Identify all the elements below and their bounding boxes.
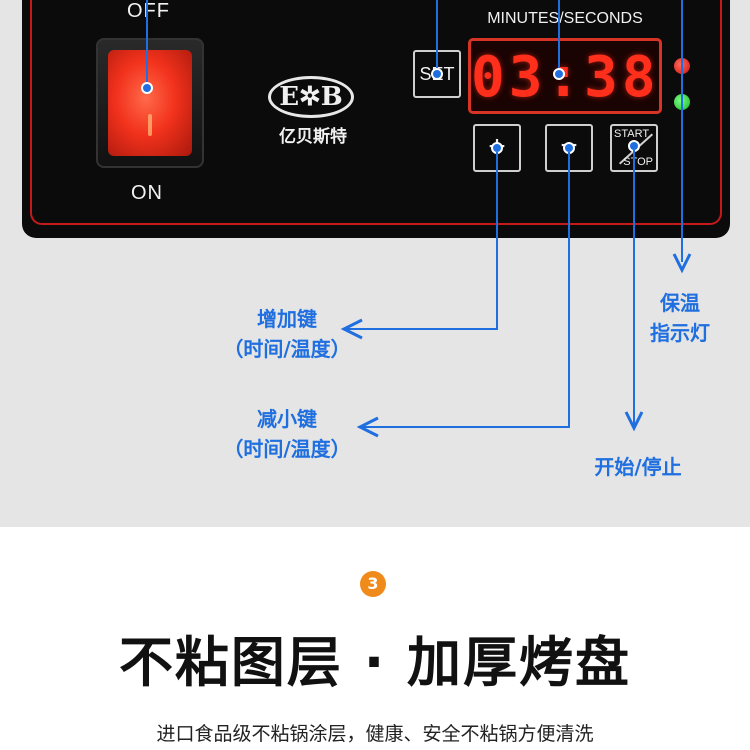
start-label: START [614, 128, 650, 140]
minus-callout-sub: （时间/温度） [223, 437, 351, 461]
display-value: 03:38 [471, 45, 660, 110]
power-rocker-switch[interactable] [96, 38, 204, 168]
display-callout-dot [553, 68, 565, 80]
rocker-mark [148, 114, 152, 136]
plus-arrow-icon [340, 318, 363, 340]
indicator-callout-line2: 指示灯 [650, 321, 710, 345]
switch-callout-dot [141, 82, 153, 94]
indicator-callout-line1: 保温 [660, 291, 700, 315]
plus-callout-hline [346, 328, 498, 330]
minus-arrow-icon [356, 416, 379, 438]
plus-callout-sub: （时间/温度） [223, 337, 351, 361]
section-number-badge: 3 [360, 571, 386, 597]
brand-logo: E✲B [268, 76, 354, 118]
start-stop-button[interactable]: START STOP [610, 124, 658, 172]
plus-callout-text: 增加键 （时间/温度） [212, 304, 362, 364]
indicator-arrow-icon [672, 253, 692, 274]
off-label: OFF [127, 0, 170, 22]
control-panel-section: OFF ON E✲B 亿贝斯特 MINUTES/SECONDS SET 03:3… [0, 0, 750, 527]
section-subline: 进口食品级不粘锅涂层，健康、安全不粘锅方便清洗 [156, 723, 594, 745]
on-label: ON [131, 182, 163, 204]
start-stop-callout-line [633, 150, 635, 426]
indicator-callout-line [681, 0, 683, 262]
plus-callout-title: 增加键 [257, 307, 317, 331]
minus-callout-vline [568, 152, 570, 428]
indicator-callout-text: 保温 指示灯 [634, 288, 726, 348]
plus-callout-vline [496, 152, 498, 330]
minus-callout-text: 减小键 （时间/温度） [212, 404, 362, 464]
display-callout-line [558, 0, 560, 74]
display-header: MINUTES/SECONDS [487, 10, 643, 27]
minus-callout-hline [362, 426, 570, 428]
switch-callout-line [146, 0, 148, 88]
start-stop-arrow-icon [624, 411, 644, 432]
set-callout-line [436, 0, 438, 74]
section-headline: 不粘图层 · 加厚烤盘 [118, 631, 632, 694]
start-stop-callout-text: 开始/停止 [594, 455, 682, 479]
timer-display: 03:38 [468, 38, 662, 114]
rocker-switch-face [108, 50, 192, 156]
stop-label: STOP [623, 156, 653, 168]
panel-red-border [30, 0, 722, 225]
minus-callout-title: 减小键 [257, 407, 317, 431]
brand-name: 亿贝斯特 [279, 127, 347, 147]
set-callout-dot [431, 68, 443, 80]
